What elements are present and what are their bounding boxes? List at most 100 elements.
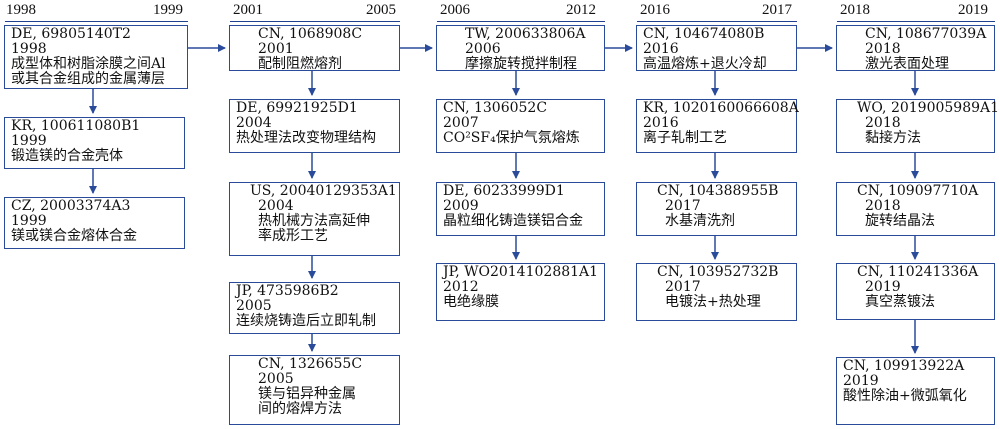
patent-year: 2016 (643, 41, 679, 57)
patent-box-us-20040129353a1: US, 20040129353A1 2004 热机械方法高延伸 率成形工艺 (229, 182, 400, 256)
patent-box-kr-100611080b1: KR, 100611080B1 1999 锻造镁的合金壳体 (4, 117, 185, 169)
period-1-start-year: 1998 (6, 2, 36, 18)
period-5-end-year: 2019 (958, 2, 988, 18)
patent-box-de-69805140t2: DE, 69805140T2 1998 成型体和树脂涂膜之间Al 或其合金组成的… (4, 25, 188, 89)
patent-description: 连续烧铸造后立即轧制 (236, 313, 376, 329)
patent-number: CZ, 20003374A3 (11, 198, 131, 214)
patent-year: 2018 (865, 41, 901, 57)
patent-year: 1999 (11, 133, 47, 149)
patent-box-cn-1068908c: CN, 1068908C 2001 配制阻燃熔剂 (229, 25, 400, 72)
patent-description: 高温熔炼+退火冷却 (643, 56, 767, 72)
timeline-segment-4 (637, 21, 797, 22)
patent-number: CN, 110241336A (857, 264, 979, 280)
patent-year: 2004 (236, 115, 272, 131)
patent-description: 旋转结晶法 (865, 213, 935, 229)
patent-description: 配制阻燃熔剂 (258, 56, 342, 72)
patent-description: 镁与铝异种金属 (258, 386, 356, 402)
timeline-segment-5 (837, 21, 995, 22)
patent-number: KR, 1020160066608A (643, 100, 799, 116)
patent-box-cn-108677039a: CN, 108677039A 2018 激光表面处理 (836, 25, 995, 72)
patent-description: 摩擦旋转搅拌制程 (465, 56, 577, 72)
patent-description: 热机械方法高延伸 (258, 213, 370, 229)
period-3-start-year: 2006 (440, 2, 470, 18)
patent-description: 电绝缘膜 (443, 294, 499, 310)
patent-year: 2007 (443, 115, 479, 131)
patent-description: 成型体和树脂涂膜之间Al (11, 56, 166, 72)
patent-year: 2019 (843, 373, 879, 389)
patent-number: US, 20040129353A1 (250, 183, 397, 199)
patent-year: 2018 (865, 115, 901, 131)
period-2-start-year: 2001 (233, 2, 263, 18)
patent-year: 2005 (258, 371, 294, 387)
patent-number: CN, 109097710A (857, 183, 979, 199)
patent-box-de-69921925d1: DE, 69921925D1 2004 热处理法改变物理结构 (229, 99, 400, 153)
patent-box-cn-1326655c: CN, 1326655C 2005 镁与铝异种金属 间的熔焊方法 (229, 355, 400, 425)
patent-year: 2012 (443, 279, 479, 295)
patent-box-kr-1020160066608a: KR, 1020160066608A 2016 离子轧制工艺 (636, 99, 799, 153)
patent-box-cn-109097710a: CN, 109097710A 2018 旋转结晶法 (836, 182, 995, 236)
patent-box-jp-4735986b2: JP, 4735986B2 2005 连续烧铸造后立即轧制 (229, 282, 400, 334)
patent-description-line-2: 或其合金组成的金属薄层 (11, 71, 165, 87)
patent-number: DE, 69921925D1 (236, 100, 358, 116)
patent-year: 1998 (11, 41, 47, 57)
patent-box-cn-109913922a: CN, 109913922A 2019 酸性除油+微弧氧化 (836, 357, 995, 425)
patent-year: 2019 (865, 279, 901, 295)
timeline-segment-3 (437, 21, 605, 22)
patent-box-cn-104674080b: CN, 104674080B 2016 高温熔炼+退火冷却 (636, 25, 797, 72)
patent-description: 离子轧制工艺 (643, 130, 727, 146)
patent-box-jp-wo2014102881a1: JP, WO2014102881A1 2012 电绝缘膜 (436, 263, 605, 321)
patent-number: CN, 1068908C (258, 26, 363, 42)
period-4-start-year: 2016 (640, 2, 670, 18)
patent-description-line-2: 率成形工艺 (258, 228, 328, 244)
patent-number: JP, WO2014102881A1 (443, 264, 599, 280)
period-4-end-year: 2017 (762, 2, 792, 18)
patent-year: 2005 (236, 298, 272, 314)
patent-number: KR, 100611080B1 (11, 118, 141, 134)
patent-box-cn-103952732b: CN, 103952732B 2017 电镀法+热处理 (636, 263, 797, 321)
patent-description: 真空蒸镀法 (865, 294, 935, 310)
patent-box-cn-1306052c: CN, 1306052C 2007 CO²SF₄保护气氛熔炼 (436, 99, 605, 153)
patent-description-line-2: 间的熔焊方法 (258, 401, 342, 417)
patent-year: 2018 (865, 198, 901, 214)
patent-number: DE, 69805140T2 (11, 26, 131, 42)
patent-year: 2009 (443, 198, 479, 214)
patent-number: CN, 1326655C (258, 356, 363, 372)
patent-description: 酸性除油+微弧氧化 (843, 388, 967, 404)
patent-box-cn-104388955b: CN, 104388955B 2017 水基清洗剂 (636, 182, 797, 236)
patent-number: CN, 1306052C (443, 100, 548, 116)
patent-year: 1999 (11, 213, 47, 229)
patent-year: 2016 (643, 115, 679, 131)
patent-number: CN, 108677039A (865, 26, 987, 42)
patent-description: 锻造镁的合金壳体 (11, 148, 123, 164)
period-2-end-year: 2005 (366, 2, 396, 18)
patent-number: CN, 109913922A (843, 358, 965, 374)
patent-number: JP, 4735986B2 (236, 283, 339, 299)
patent-description: 热处理法改变物理结构 (236, 130, 376, 146)
patent-number: CN, 103952732B (657, 264, 779, 280)
period-5-start-year: 2018 (840, 2, 870, 18)
patent-description: 水基清洗剂 (665, 213, 735, 229)
patent-number: DE, 60233999D1 (443, 183, 565, 199)
patent-number: CN, 104674080B (643, 26, 765, 42)
patent-number: CN, 104388955B (657, 183, 779, 199)
patent-year: 2001 (258, 41, 294, 57)
patent-year: 2017 (665, 198, 701, 214)
patent-box-tw-200633806a: TW, 200633806A 2006 摩擦旋转搅拌制程 (436, 25, 605, 72)
timeline-segment-1 (5, 21, 188, 22)
patent-description: 电镀法+热处理 (665, 294, 761, 310)
timeline-segment-2 (230, 21, 400, 22)
patent-box-de-60233999d1: DE, 60233999D1 2009 晶粒细化铸造镁铝合金 (436, 182, 605, 236)
patent-box-cn-110241336a: CN, 110241336A 2019 真空蒸镀法 (836, 263, 995, 320)
patent-description: 激光表面处理 (865, 56, 949, 72)
period-1-end-year: 1999 (153, 2, 183, 18)
patent-box-wo-2019005989a1: WO, 2019005989A1 2018 黏接方法 (836, 99, 1000, 153)
patent-year: 2017 (665, 279, 701, 295)
patent-year: 2006 (465, 41, 501, 57)
patent-year: 2004 (258, 198, 294, 214)
patent-description: CO²SF₄保护气氛熔炼 (443, 130, 580, 146)
patent-number: WO, 2019005989A1 (857, 100, 1000, 116)
patent-description: 镁或镁合金熔体合金 (11, 228, 137, 244)
patent-description: 晶粒细化铸造镁铝合金 (443, 213, 583, 229)
patent-number: TW, 200633806A (465, 26, 586, 42)
